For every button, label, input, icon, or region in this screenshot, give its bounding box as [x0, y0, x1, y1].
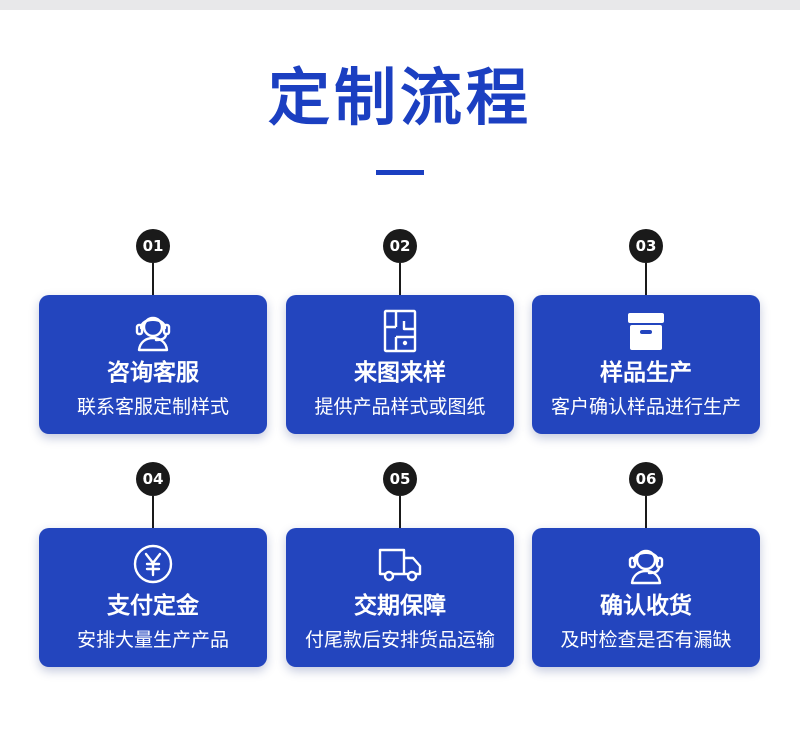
- connector-line: [399, 496, 401, 528]
- yen-coin-icon: [129, 542, 177, 586]
- step-description: 付尾款后安排货品运输: [304, 629, 495, 651]
- box-icon: [622, 309, 670, 353]
- connector-line: [152, 496, 154, 528]
- headset-icon: [129, 309, 177, 353]
- headset-icon: [622, 542, 670, 586]
- delivery-truck-icon: [376, 542, 424, 586]
- step-number-badge: 03: [629, 229, 663, 263]
- step-description: 联系客服定制样式: [76, 396, 229, 418]
- blueprint-icon: [376, 309, 424, 353]
- step-card-body: 咨询客服 联系客服定制样式: [39, 295, 267, 434]
- step-title: 来图来样: [354, 360, 446, 386]
- step-card-body: 来图来样 提供产品样式或图纸: [286, 295, 514, 434]
- step-number-badge: 01: [136, 229, 170, 263]
- connector-line: [399, 263, 401, 295]
- step-title: 支付定金: [107, 593, 199, 619]
- step-title: 样品生产: [600, 360, 692, 386]
- step-title: 咨询客服: [107, 360, 199, 386]
- step-card-5[interactable]: 05 交期保障 付尾款后安排货品运输: [286, 462, 514, 667]
- top-band: [0, 0, 800, 10]
- step-number-badge: 05: [383, 462, 417, 496]
- step-card-body: 支付定金 安排大量生产产品: [39, 528, 267, 667]
- step-number-badge: 04: [136, 462, 170, 496]
- step-description: 提供产品样式或图纸: [314, 396, 486, 418]
- step-card-3[interactable]: 03 样品生产 客户确认样品进行生产: [532, 229, 760, 434]
- step-card-body: 样品生产 客户确认样品进行生产: [532, 295, 760, 434]
- step-title: 交期保障: [354, 593, 446, 619]
- connector-line: [152, 263, 154, 295]
- step-card-1[interactable]: 01 咨询客服 联系客服定制样式: [39, 229, 267, 434]
- step-card-body: 确认收货 及时检查是否有漏缺: [532, 528, 760, 667]
- step-number-badge: 06: [629, 462, 663, 496]
- step-description: 客户确认样品进行生产: [550, 396, 741, 418]
- connector-line: [645, 263, 647, 295]
- page-title: 定制流程: [267, 61, 532, 134]
- step-card-2[interactable]: 02 来图来样 提供产品样式或图纸: [286, 229, 514, 434]
- step-card-4[interactable]: 04 支付定金 安排大量生产产品: [39, 462, 267, 667]
- title-underline: [376, 170, 424, 175]
- step-number-badge: 02: [383, 229, 417, 263]
- step-card-6[interactable]: 06 确认收货 及时检查是否有漏缺: [532, 462, 760, 667]
- step-description: 及时检查是否有漏缺: [560, 629, 732, 651]
- step-card-body: 交期保障 付尾款后安排货品运输: [286, 528, 514, 667]
- step-description: 安排大量生产产品: [76, 629, 229, 651]
- step-title: 确认收货: [600, 593, 692, 619]
- connector-line: [645, 496, 647, 528]
